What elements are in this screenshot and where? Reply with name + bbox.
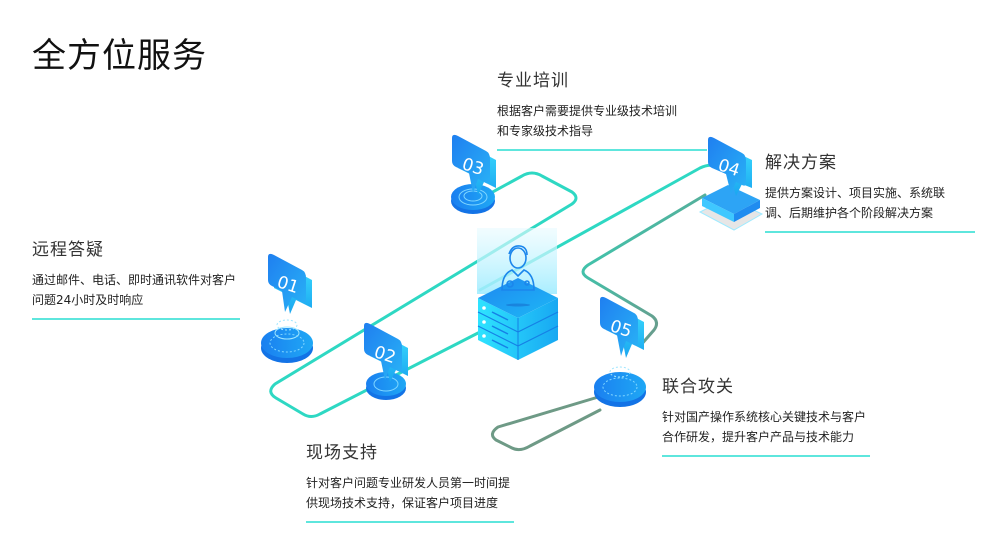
underline-divider bbox=[765, 231, 975, 233]
connector-paths bbox=[269, 163, 722, 452]
support-agent-server-icon bbox=[477, 228, 559, 360]
path-05-loop bbox=[491, 393, 607, 452]
description-line: 问题24小时及时响应 bbox=[32, 293, 144, 307]
service-card-onsite-support: 现场支持 针对客户问题专业研发人员第一时间提 供现场技术支持，保证客户项目进度 bbox=[306, 438, 536, 523]
service-title: 解决方案 bbox=[765, 153, 837, 173]
description-line: 根据客户需要提供专业级技术培训 bbox=[497, 104, 678, 118]
description-line: 调、后期维护各个阶段解决方案 bbox=[765, 206, 934, 220]
description-line: 和专家级技术指导 bbox=[497, 124, 594, 138]
service-title: 现场支持 bbox=[306, 443, 378, 463]
pin-03[interactable]: 03 bbox=[451, 134, 496, 214]
person-icon bbox=[501, 245, 535, 291]
underline-divider bbox=[497, 149, 707, 151]
pin-04[interactable]: 04 bbox=[698, 136, 764, 231]
description-line: 针对国产操作系统核心关键技术与客户 bbox=[662, 410, 867, 424]
description-line: 提供方案设计、项目实施、系统联 bbox=[765, 186, 946, 200]
pin-01-bubble bbox=[268, 253, 306, 312]
page-title: 全方位服务 bbox=[32, 36, 207, 76]
service-card-remote-qa: 远程答疑 通过邮件、电话、即时通讯软件对客户 问题24小时及时响应 bbox=[32, 235, 242, 320]
service-card-solutions: 解决方案 提供方案设计、项目实施、系统联 调、后期维护各个阶段解决方案 bbox=[765, 148, 980, 233]
service-title: 远程答疑 bbox=[32, 240, 104, 260]
service-title: 联合攻关 bbox=[662, 377, 734, 397]
pin-02-bubble bbox=[364, 322, 402, 380]
pin-01[interactable]: 01 bbox=[261, 253, 313, 363]
path-03-to-02 bbox=[269, 171, 578, 418]
service-card-training: 专业培训 根据客户需要提供专业级技术培训 和专家级技术指导 bbox=[497, 66, 727, 151]
underline-divider bbox=[662, 455, 870, 457]
service-description: 根据客户需要提供专业级技术培训 和专家级技术指导 bbox=[497, 101, 727, 141]
pin-04-bubble bbox=[708, 136, 746, 194]
description-line: 供现场技术支持，保证客户项目进度 bbox=[306, 496, 499, 510]
pin-03-bubble bbox=[452, 134, 490, 193]
underline-divider bbox=[306, 521, 514, 523]
path-04-to-05 bbox=[581, 193, 707, 348]
service-description: 提供方案设计、项目实施、系统联 调、后期维护各个阶段解决方案 bbox=[765, 183, 980, 223]
description-line: 通过邮件、电话、即时通讯软件对客户 bbox=[32, 273, 237, 287]
service-description: 针对客户问题专业研发人员第一时间提 供现场技术支持，保证客户项目进度 bbox=[306, 473, 536, 513]
service-description: 针对国产操作系统核心关键技术与客户 合作研发，提升客户产品与技术能力 bbox=[662, 407, 887, 447]
service-description: 通过邮件、电话、即时通讯软件对客户 问题24小时及时响应 bbox=[32, 270, 242, 310]
pin-05[interactable]: 05 bbox=[594, 296, 646, 407]
underline-divider bbox=[32, 318, 240, 320]
description-line: 合作研发，提升客户产品与技术能力 bbox=[662, 430, 855, 444]
description-line: 针对客户问题专业研发人员第一时间提 bbox=[306, 476, 511, 490]
pin-02[interactable]: 02 bbox=[364, 322, 408, 400]
service-title: 专业培训 bbox=[497, 71, 569, 91]
pin-05-bubble bbox=[600, 296, 638, 356]
service-card-joint-research: 联合攻关 针对国产操作系统核心关键技术与客户 合作研发，提升客户产品与技术能力 bbox=[662, 372, 887, 457]
